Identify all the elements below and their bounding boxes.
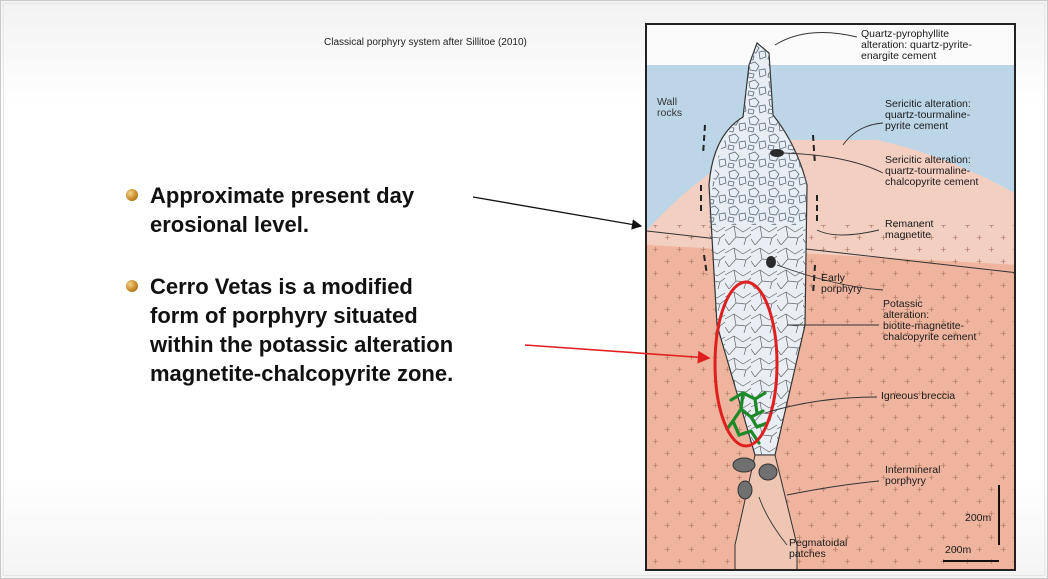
cerro-vetas-arrow (525, 345, 709, 358)
erosion-arrow (473, 197, 641, 226)
